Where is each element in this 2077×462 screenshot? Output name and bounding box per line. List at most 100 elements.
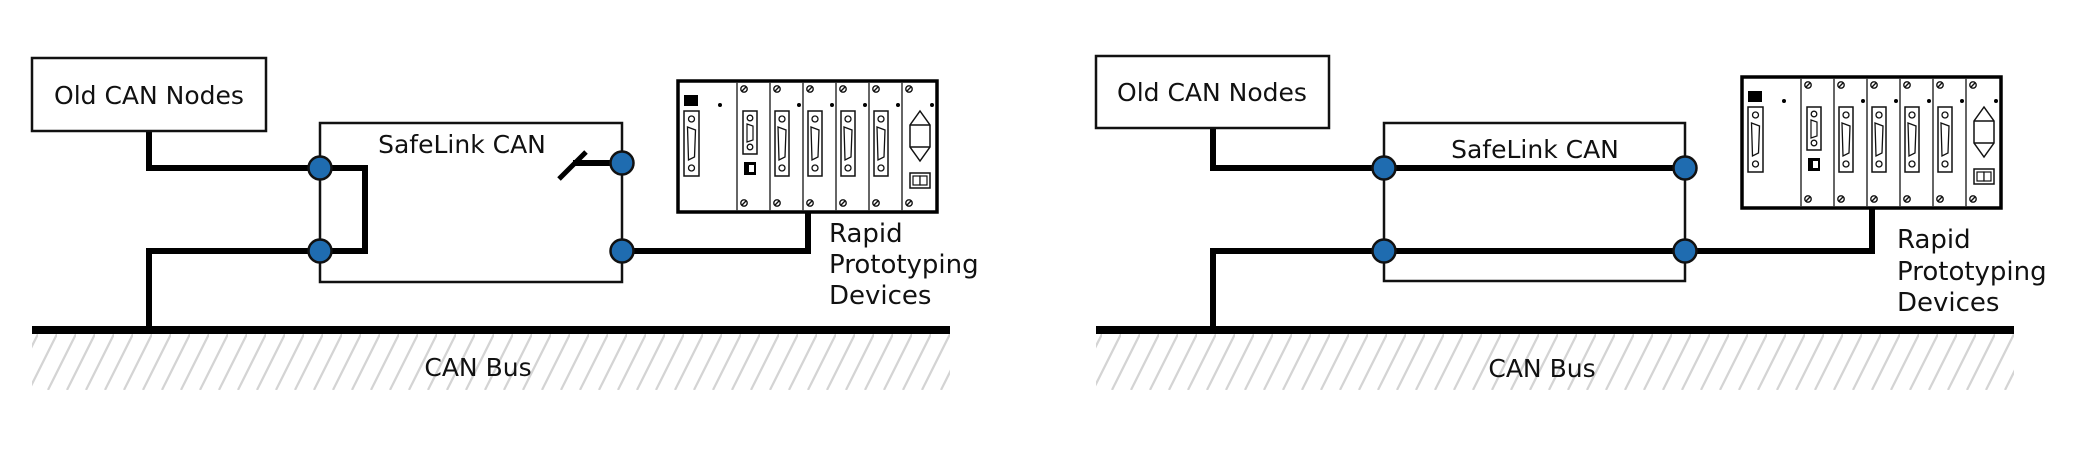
rapid-prototyping-rack <box>676 79 939 214</box>
diagram-right: CAN Bus Old CAN Nodes SafeLink CAN Rapid… <box>1094 54 2055 390</box>
screw-slot <box>807 200 813 206</box>
mounting-hole <box>1941 111 1949 119</box>
screw-slot <box>1838 196 1844 202</box>
mounting-hole <box>1810 110 1818 118</box>
screw-icon <box>839 85 847 93</box>
mounting-hole <box>877 164 885 172</box>
screw-icon <box>839 199 847 207</box>
dsub-connector-icon <box>873 110 889 177</box>
power-switch-icon <box>909 172 931 189</box>
screw-slot <box>741 200 747 206</box>
dsub-connector-icon <box>807 110 823 177</box>
led-dot <box>718 103 722 107</box>
port-node <box>307 238 333 264</box>
ethernet-port-icon <box>1808 158 1820 171</box>
ethernet-port-icon <box>744 162 756 175</box>
devices-label-line: Devices <box>1897 288 1999 318</box>
port-node <box>609 150 635 176</box>
screw-slot <box>1904 196 1910 202</box>
screw-slot <box>1805 82 1811 88</box>
led-dot <box>930 103 934 107</box>
screw-slot <box>906 200 912 206</box>
screw-icon <box>1936 195 1944 203</box>
dsub-connector-icon <box>774 110 790 177</box>
screw-slot <box>873 86 879 92</box>
screw-icon <box>1903 195 1911 203</box>
mounting-hole <box>1875 111 1883 119</box>
dsub-shell <box>1750 122 1761 158</box>
status-display-icon <box>684 95 698 106</box>
screw-icon <box>740 85 748 93</box>
port-node <box>1371 155 1397 181</box>
led-dot <box>1861 99 1865 103</box>
old-can-nodes-box <box>30 56 268 133</box>
old-nodes-wire <box>1210 125 1387 171</box>
screw-slot <box>807 86 813 92</box>
port-node <box>307 155 333 181</box>
screw-icon <box>1936 81 1944 89</box>
bus-label: CAN Bus <box>424 353 531 382</box>
mounting-hole <box>844 115 852 123</box>
dsub-shell <box>777 126 787 162</box>
screw-icon <box>1870 195 1878 203</box>
old-can-nodes-label: Old CAN Nodes <box>54 81 244 110</box>
screw-icon <box>1969 195 1977 203</box>
screw-slot <box>1805 196 1811 202</box>
led-dot <box>863 103 867 107</box>
devices-label-line: Prototyping <box>1897 257 2047 287</box>
mounting-hole <box>811 115 819 123</box>
mounting-hole <box>1751 111 1760 119</box>
dsub-connector-icon <box>1904 106 1920 173</box>
dsub-shell <box>686 126 697 162</box>
power-connector-icon <box>1973 105 1995 159</box>
old-can-nodes-box <box>1094 54 1331 130</box>
screw-icon <box>905 199 913 207</box>
mounting-hole <box>1842 111 1850 119</box>
mounting-hole <box>746 114 754 122</box>
led-dot <box>830 103 834 107</box>
screw-slot <box>1871 196 1877 202</box>
mounting-hole <box>778 164 786 172</box>
screw-icon <box>1903 81 1911 89</box>
screw-slot <box>873 200 879 206</box>
screw-slot <box>906 86 912 92</box>
mounting-hole <box>778 115 786 123</box>
screw-icon <box>773 85 781 93</box>
dsub-connector-icon <box>1937 106 1953 173</box>
screw-icon <box>872 199 880 207</box>
mounting-hole <box>877 115 885 123</box>
dsub-shell <box>746 123 754 143</box>
screw-icon <box>1837 81 1845 89</box>
dsub-shell <box>1940 122 1950 158</box>
screw-slot <box>1937 82 1943 88</box>
bus-hatch-area <box>32 334 950 390</box>
safelink-can-label: SafeLink CAN <box>378 130 546 159</box>
screw-slot <box>1970 82 1976 88</box>
rj45-opening <box>749 165 754 172</box>
screw-icon <box>1870 81 1878 89</box>
mounting-hole <box>1941 160 1949 168</box>
device-wire <box>619 209 811 254</box>
devices-label: Rapid Prototyping Devices <box>1897 225 2055 318</box>
switch-rocker <box>912 175 921 186</box>
mounting-hole <box>1908 111 1916 119</box>
led-dot <box>1927 99 1931 103</box>
screw-slot <box>1871 82 1877 88</box>
port-node <box>1672 238 1698 264</box>
switch-rocker <box>1983 171 1992 182</box>
led-dot <box>1782 99 1786 103</box>
switch-rocker <box>919 175 928 186</box>
devices-label-line: Devices <box>829 281 931 311</box>
dsub-shell <box>876 126 886 162</box>
status-display-icon <box>1748 91 1762 102</box>
screw-slot <box>1937 196 1943 202</box>
device-wire <box>1682 205 1875 254</box>
bus-label: CAN Bus <box>1488 354 1595 383</box>
screw-icon <box>806 199 814 207</box>
screw-slot <box>741 86 747 92</box>
dsub-connector-icon <box>1871 106 1887 173</box>
mounting-hole <box>1810 139 1818 147</box>
screw-icon <box>1804 195 1812 203</box>
mounting-hole <box>1842 160 1850 168</box>
led-dot <box>1894 99 1898 103</box>
